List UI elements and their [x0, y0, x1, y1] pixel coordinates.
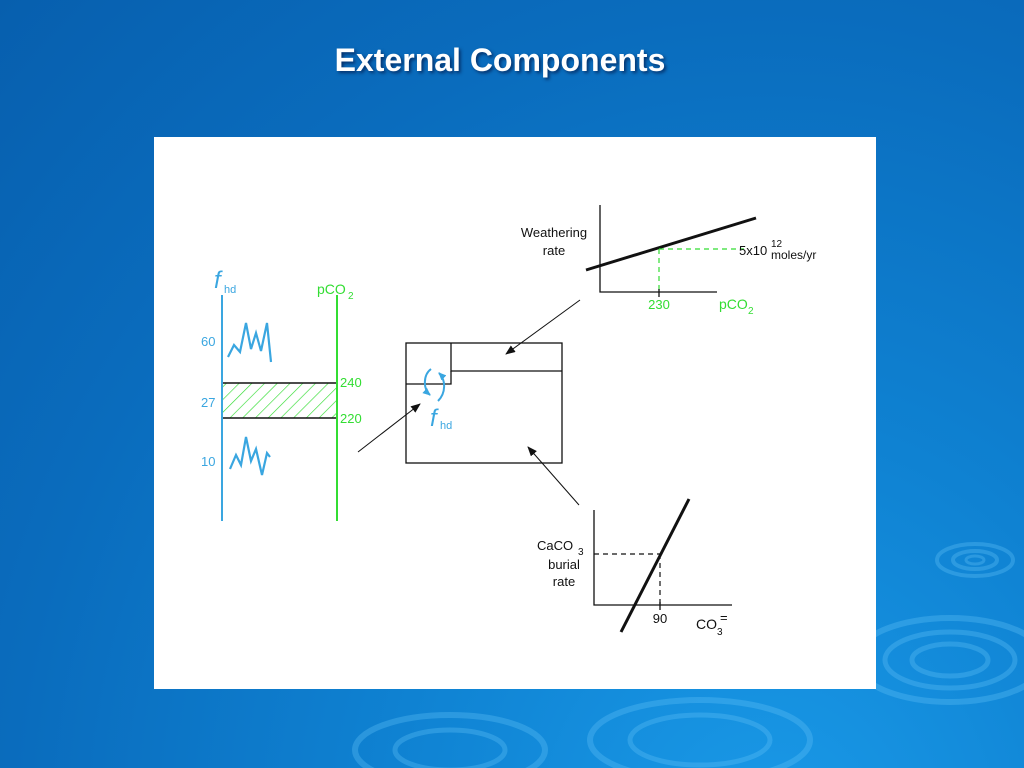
weathering-graph: Weathering rate 5x10 12 moles/yr 230 pCO… — [521, 205, 816, 317]
diagram-panel: f hd pCO 2 60 27 10 240 220 — [154, 137, 876, 689]
fhd-tick-60: 60 — [201, 334, 215, 349]
burial-ylabel-line3: rate — [553, 574, 575, 589]
weathering-value: 5x10 — [739, 243, 767, 258]
burial-xlabel-superscript: = — [720, 610, 728, 625]
ripple-ring — [935, 542, 1015, 578]
ripple-ring — [627, 712, 773, 768]
center-box-diagram: f hd — [405, 342, 563, 464]
fhd-axis-label: f — [214, 267, 223, 294]
pco2-axis-subscript: 2 — [348, 291, 354, 302]
burial-graph: CaCO 3 burial rate 90 CO 3 = — [537, 498, 732, 638]
burial-xlabel: CO — [696, 616, 717, 632]
weathering-ylabel-line1: Weathering — [521, 225, 587, 240]
arrow-weathering-to-box — [505, 299, 581, 355]
ripple-ring — [392, 727, 508, 768]
ripple-ring — [882, 629, 1018, 691]
diagram-canvas: f hd pCO 2 60 27 10 240 220 — [201, 205, 816, 638]
arrow-to-box-left — [357, 403, 421, 453]
fhd-tick-27: 27 — [201, 395, 215, 410]
inner-partition — [406, 371, 452, 385]
left-diagram: f hd pCO 2 60 27 10 240 220 — [201, 267, 362, 521]
weathering-axes — [599, 205, 717, 293]
cycle-arrow-up-icon — [437, 372, 447, 402]
zigzag-upper — [227, 322, 273, 363]
outer-box — [405, 342, 563, 464]
fhd-tick-10: 10 — [201, 454, 215, 469]
burial-axes — [593, 510, 732, 606]
pco2-tick-240: 240 — [340, 375, 362, 390]
weathering-line — [585, 216, 757, 272]
box-fhd-label: f — [430, 405, 439, 432]
ripple-ring — [964, 554, 986, 566]
burial-xtick-90: 90 — [653, 611, 667, 626]
burial-xlabel-subscript: 3 — [717, 627, 723, 638]
fhd-axis-subscript: hd — [224, 284, 236, 296]
slide-title: External Components — [334, 42, 666, 78]
weathering-value-unit: moles/yr — [771, 248, 816, 262]
weathering-value-exponent: 12 — [771, 239, 783, 250]
burial-ylabel-line1: CaCO — [537, 538, 573, 553]
ripple-ring — [352, 712, 548, 768]
zigzag-lower — [228, 436, 271, 476]
burial-ylabel-line2: burial — [548, 557, 580, 572]
ripple-ring — [909, 641, 991, 679]
hatched-band — [222, 383, 337, 418]
pco2-tick-220: 220 — [340, 411, 362, 426]
ripple-ring — [587, 697, 813, 768]
pco2-axis-label: pCO — [317, 281, 346, 297]
weathering-xlabel: pCO — [719, 296, 748, 312]
weathering-ylabel-line2: rate — [543, 243, 565, 258]
burial-ylabel-subscript: 3 — [578, 547, 584, 558]
ripple-ring — [951, 549, 999, 571]
arrow-burial-to-box — [527, 446, 580, 506]
cycle-arrow-down-icon — [422, 368, 432, 396]
atmosphere-partition — [450, 343, 562, 372]
burial-line — [619, 498, 691, 633]
box-fhd-subscript: hd — [440, 420, 452, 432]
weathering-xlabel-subscript: 2 — [748, 306, 754, 317]
weathering-xtick-230: 230 — [648, 297, 670, 312]
